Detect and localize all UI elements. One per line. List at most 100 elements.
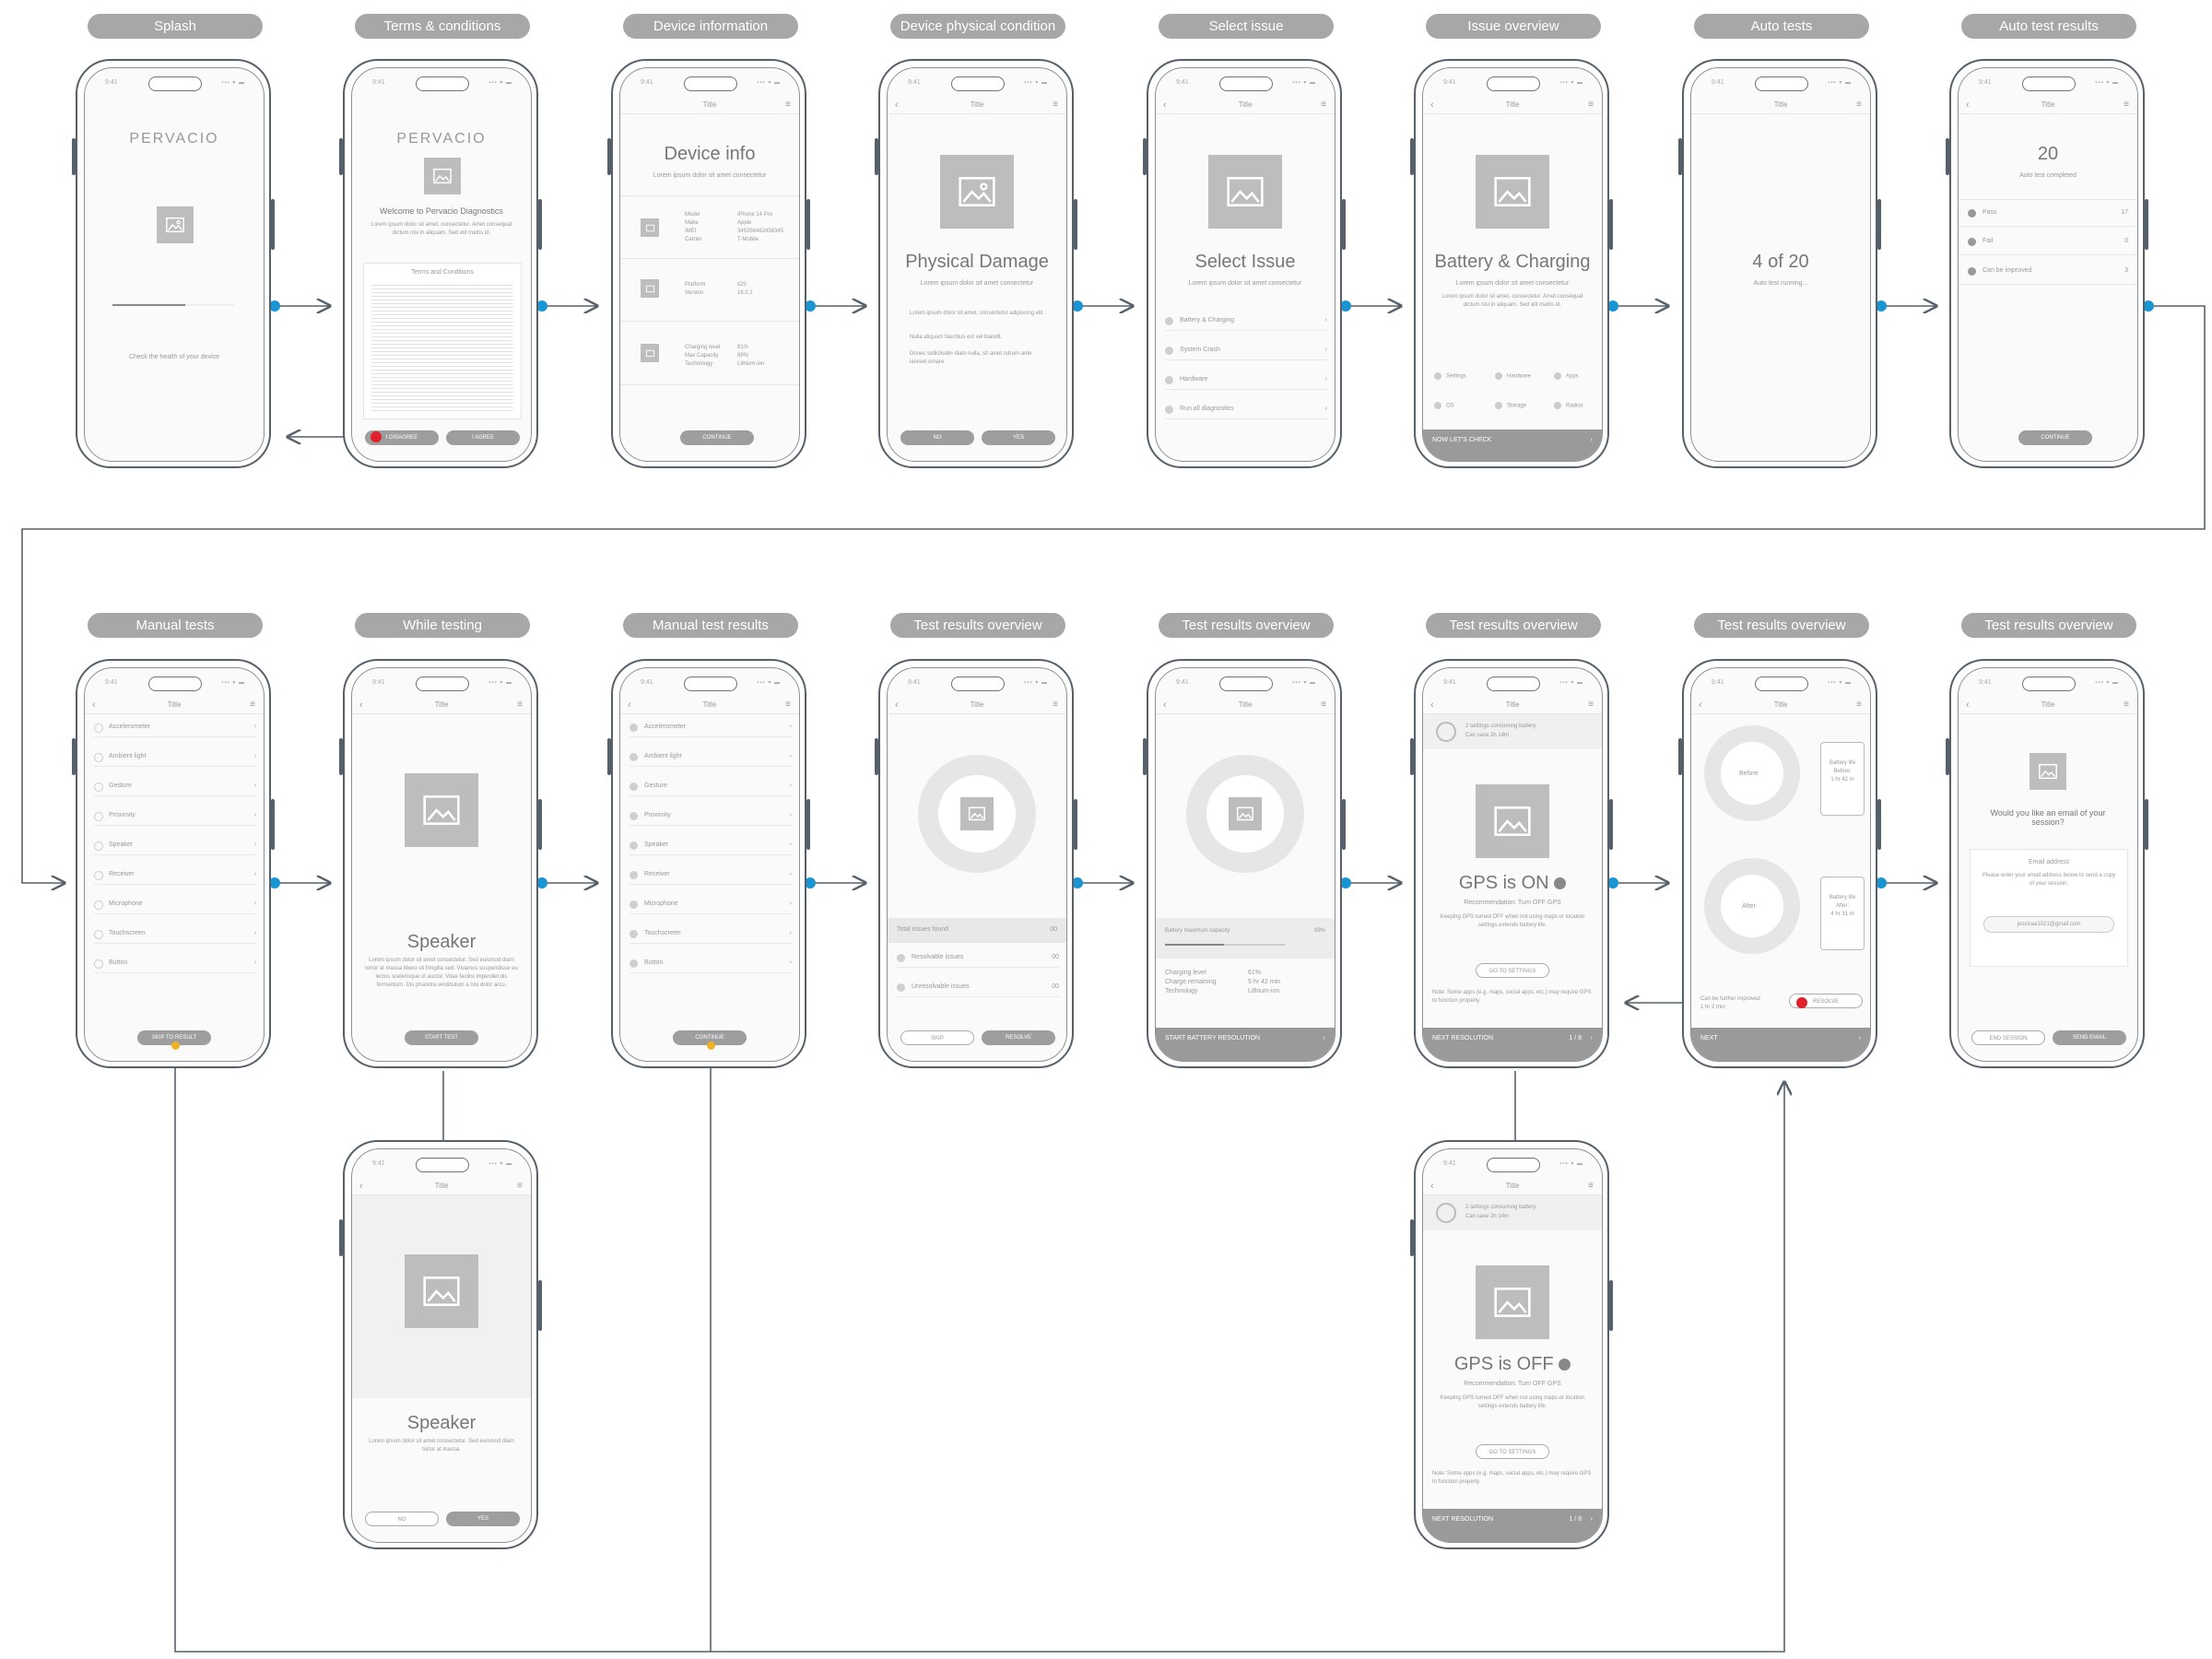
app-bar-title: Title <box>970 700 984 709</box>
yes-button[interactable]: YES <box>982 430 1055 445</box>
list-item[interactable]: Proximity› <box>94 806 256 826</box>
flow-node <box>805 877 816 888</box>
list-item[interactable]: System Crash› <box>1165 341 1327 360</box>
go-to-settings-button[interactable]: GO TO SETTINGS <box>1476 963 1549 978</box>
menu-icon[interactable]: ≡ <box>1321 100 1326 110</box>
chip-item[interactable]: OS <box>1434 402 1454 411</box>
list-item[interactable]: Speaker› <box>94 836 256 855</box>
menu-icon[interactable]: ≡ <box>517 700 523 710</box>
email-input[interactable]: jessicaa1021@gmail.com <box>1983 916 2114 933</box>
app-bar-title: Title <box>1505 700 1520 709</box>
continue-button[interactable]: CONTINUE <box>673 1030 747 1045</box>
no-button[interactable]: NO <box>900 430 974 445</box>
list-item[interactable]: Receiver› <box>94 865 256 885</box>
back-icon[interactable]: ‹ <box>92 700 96 711</box>
menu-icon[interactable]: ≡ <box>1856 100 1862 110</box>
menu-icon[interactable]: ≡ <box>1588 100 1594 110</box>
chip-item[interactable]: Radios <box>1554 402 1583 411</box>
list-item[interactable]: Microphone› <box>94 895 256 914</box>
list-item[interactable]: Ambient light› <box>629 747 792 767</box>
end-session-button[interactable]: END SESSION <box>1971 1030 2045 1045</box>
go-to-settings-button[interactable]: GO TO SETTINGS <box>1476 1444 1549 1459</box>
continue-button[interactable]: CONTINUE <box>2018 430 2092 445</box>
menu-icon[interactable]: ≡ <box>1321 700 1326 710</box>
menu-icon[interactable]: ≡ <box>1588 1181 1594 1191</box>
menu-icon[interactable]: ≡ <box>250 700 255 710</box>
flow-node <box>1072 877 1083 888</box>
list-item[interactable]: Button› <box>629 954 792 973</box>
back-icon[interactable]: ‹ <box>1430 100 1434 111</box>
back-icon[interactable]: ‹ <box>1966 100 1970 111</box>
footer-action-button[interactable]: NOW LET'S CHECK› <box>1423 429 1602 461</box>
chip-item[interactable]: Apps <box>1554 372 1579 382</box>
list-item[interactable]: Gesture› <box>94 777 256 796</box>
menu-icon[interactable]: ≡ <box>2124 700 2129 710</box>
start-battery-resolution-button[interactable]: START BATTERY RESOLUTION› <box>1156 1028 1335 1061</box>
list-item[interactable]: Ambient light› <box>94 747 256 767</box>
back-icon[interactable]: ‹ <box>1699 700 1702 711</box>
menu-icon[interactable]: ≡ <box>1053 700 1058 710</box>
list-item[interactable]: Run all diagnostics› <box>1165 400 1327 419</box>
list-item[interactable]: Hardware› <box>1165 371 1327 390</box>
start-test-button[interactable]: START TEST <box>405 1030 478 1045</box>
chip-item[interactable]: Hardware <box>1495 372 1531 382</box>
list-item[interactable]: Proximity› <box>629 806 792 826</box>
list-item[interactable]: Speaker› <box>629 836 792 855</box>
menu-icon[interactable]: ≡ <box>1053 100 1058 110</box>
app-bar-title: Title <box>167 700 182 709</box>
list-item[interactable]: Accelerometer› <box>629 718 792 737</box>
resolve-button[interactable]: RESOLVE <box>1789 994 1863 1008</box>
list-item[interactable]: Touchscreen› <box>629 924 792 944</box>
back-icon[interactable]: ‹ <box>895 700 899 711</box>
list-item[interactable]: Battery & Charging› <box>1165 312 1327 331</box>
bullet-item: Donec sollicitudin diam nulla, sit amet … <box>910 351 1032 365</box>
chip-item[interactable]: Settings <box>1434 372 1466 382</box>
menu-icon[interactable]: ≡ <box>1856 700 1862 710</box>
phone-splash: 9:41▪▪▪ ▾ ▬ PERVACIO Check the health of… <box>72 59 275 468</box>
skip-to-result-button[interactable]: SKIP TO RESULT <box>137 1030 211 1045</box>
yes-button[interactable]: YES <box>446 1512 520 1526</box>
agree-button[interactable]: I AGREE <box>446 430 520 445</box>
list-item[interactable]: Microphone› <box>629 895 792 914</box>
send-email-button[interactable]: SEND EMAIL <box>2053 1030 2126 1045</box>
skip-button[interactable]: SKIP <box>900 1030 974 1045</box>
menu-icon[interactable]: ≡ <box>1588 700 1594 710</box>
phone-speaker-confirm: 9:41▪▪▪ ▾ ▬ ‹Title≡ Speaker Lorem ipsum … <box>339 1140 542 1549</box>
next-button[interactable]: NEXT› <box>1691 1028 1870 1061</box>
list-item[interactable]: Receiver› <box>629 865 792 885</box>
flow-node <box>1072 300 1083 312</box>
chevron-right-icon: › <box>789 753 792 759</box>
back-icon[interactable]: ‹ <box>1966 700 1970 711</box>
phone-results-3: 9:41▪▪▪ ▾ ▬ ‹Title≡ 2 settings consuming… <box>1410 659 1613 1068</box>
list-item[interactable]: Button› <box>94 954 256 973</box>
resolve-button[interactable]: RESOLVE <box>982 1030 1055 1045</box>
chevron-right-icon: › <box>1324 376 1327 382</box>
disagree-button[interactable]: I DISAGREE <box>365 430 439 445</box>
app-bar-title: Title <box>1505 100 1520 109</box>
issue-body: Lorem ipsum dolor sit amet, consectetur.… <box>1441 294 1583 308</box>
menu-icon[interactable]: ≡ <box>785 100 791 110</box>
list-item[interactable]: Touchscreen› <box>94 924 256 944</box>
menu-icon[interactable]: ≡ <box>517 1181 523 1191</box>
list-item[interactable]: Gesture› <box>629 777 792 796</box>
back-icon[interactable]: ‹ <box>1430 1181 1434 1192</box>
chevron-right-icon: › <box>1324 347 1327 353</box>
back-icon[interactable]: ‹ <box>895 100 899 111</box>
no-button[interactable]: NO <box>365 1512 439 1526</box>
back-icon[interactable]: ‹ <box>628 700 631 711</box>
back-icon[interactable]: ‹ <box>359 1181 363 1192</box>
back-icon[interactable]: ‹ <box>1163 100 1167 111</box>
list-item[interactable]: Accelerometer› <box>94 718 256 737</box>
chip-item[interactable]: Storage <box>1495 402 1526 411</box>
menu-icon[interactable]: ≡ <box>785 700 791 710</box>
back-icon[interactable]: ‹ <box>359 700 363 711</box>
back-icon[interactable]: ‹ <box>1430 700 1434 711</box>
menu-icon[interactable]: ≡ <box>2124 100 2129 110</box>
continue-button[interactable]: CONTINUE <box>680 430 754 445</box>
terms-box[interactable]: Terms and Conditions <box>363 263 522 419</box>
back-icon[interactable]: ‹ <box>1163 700 1167 711</box>
